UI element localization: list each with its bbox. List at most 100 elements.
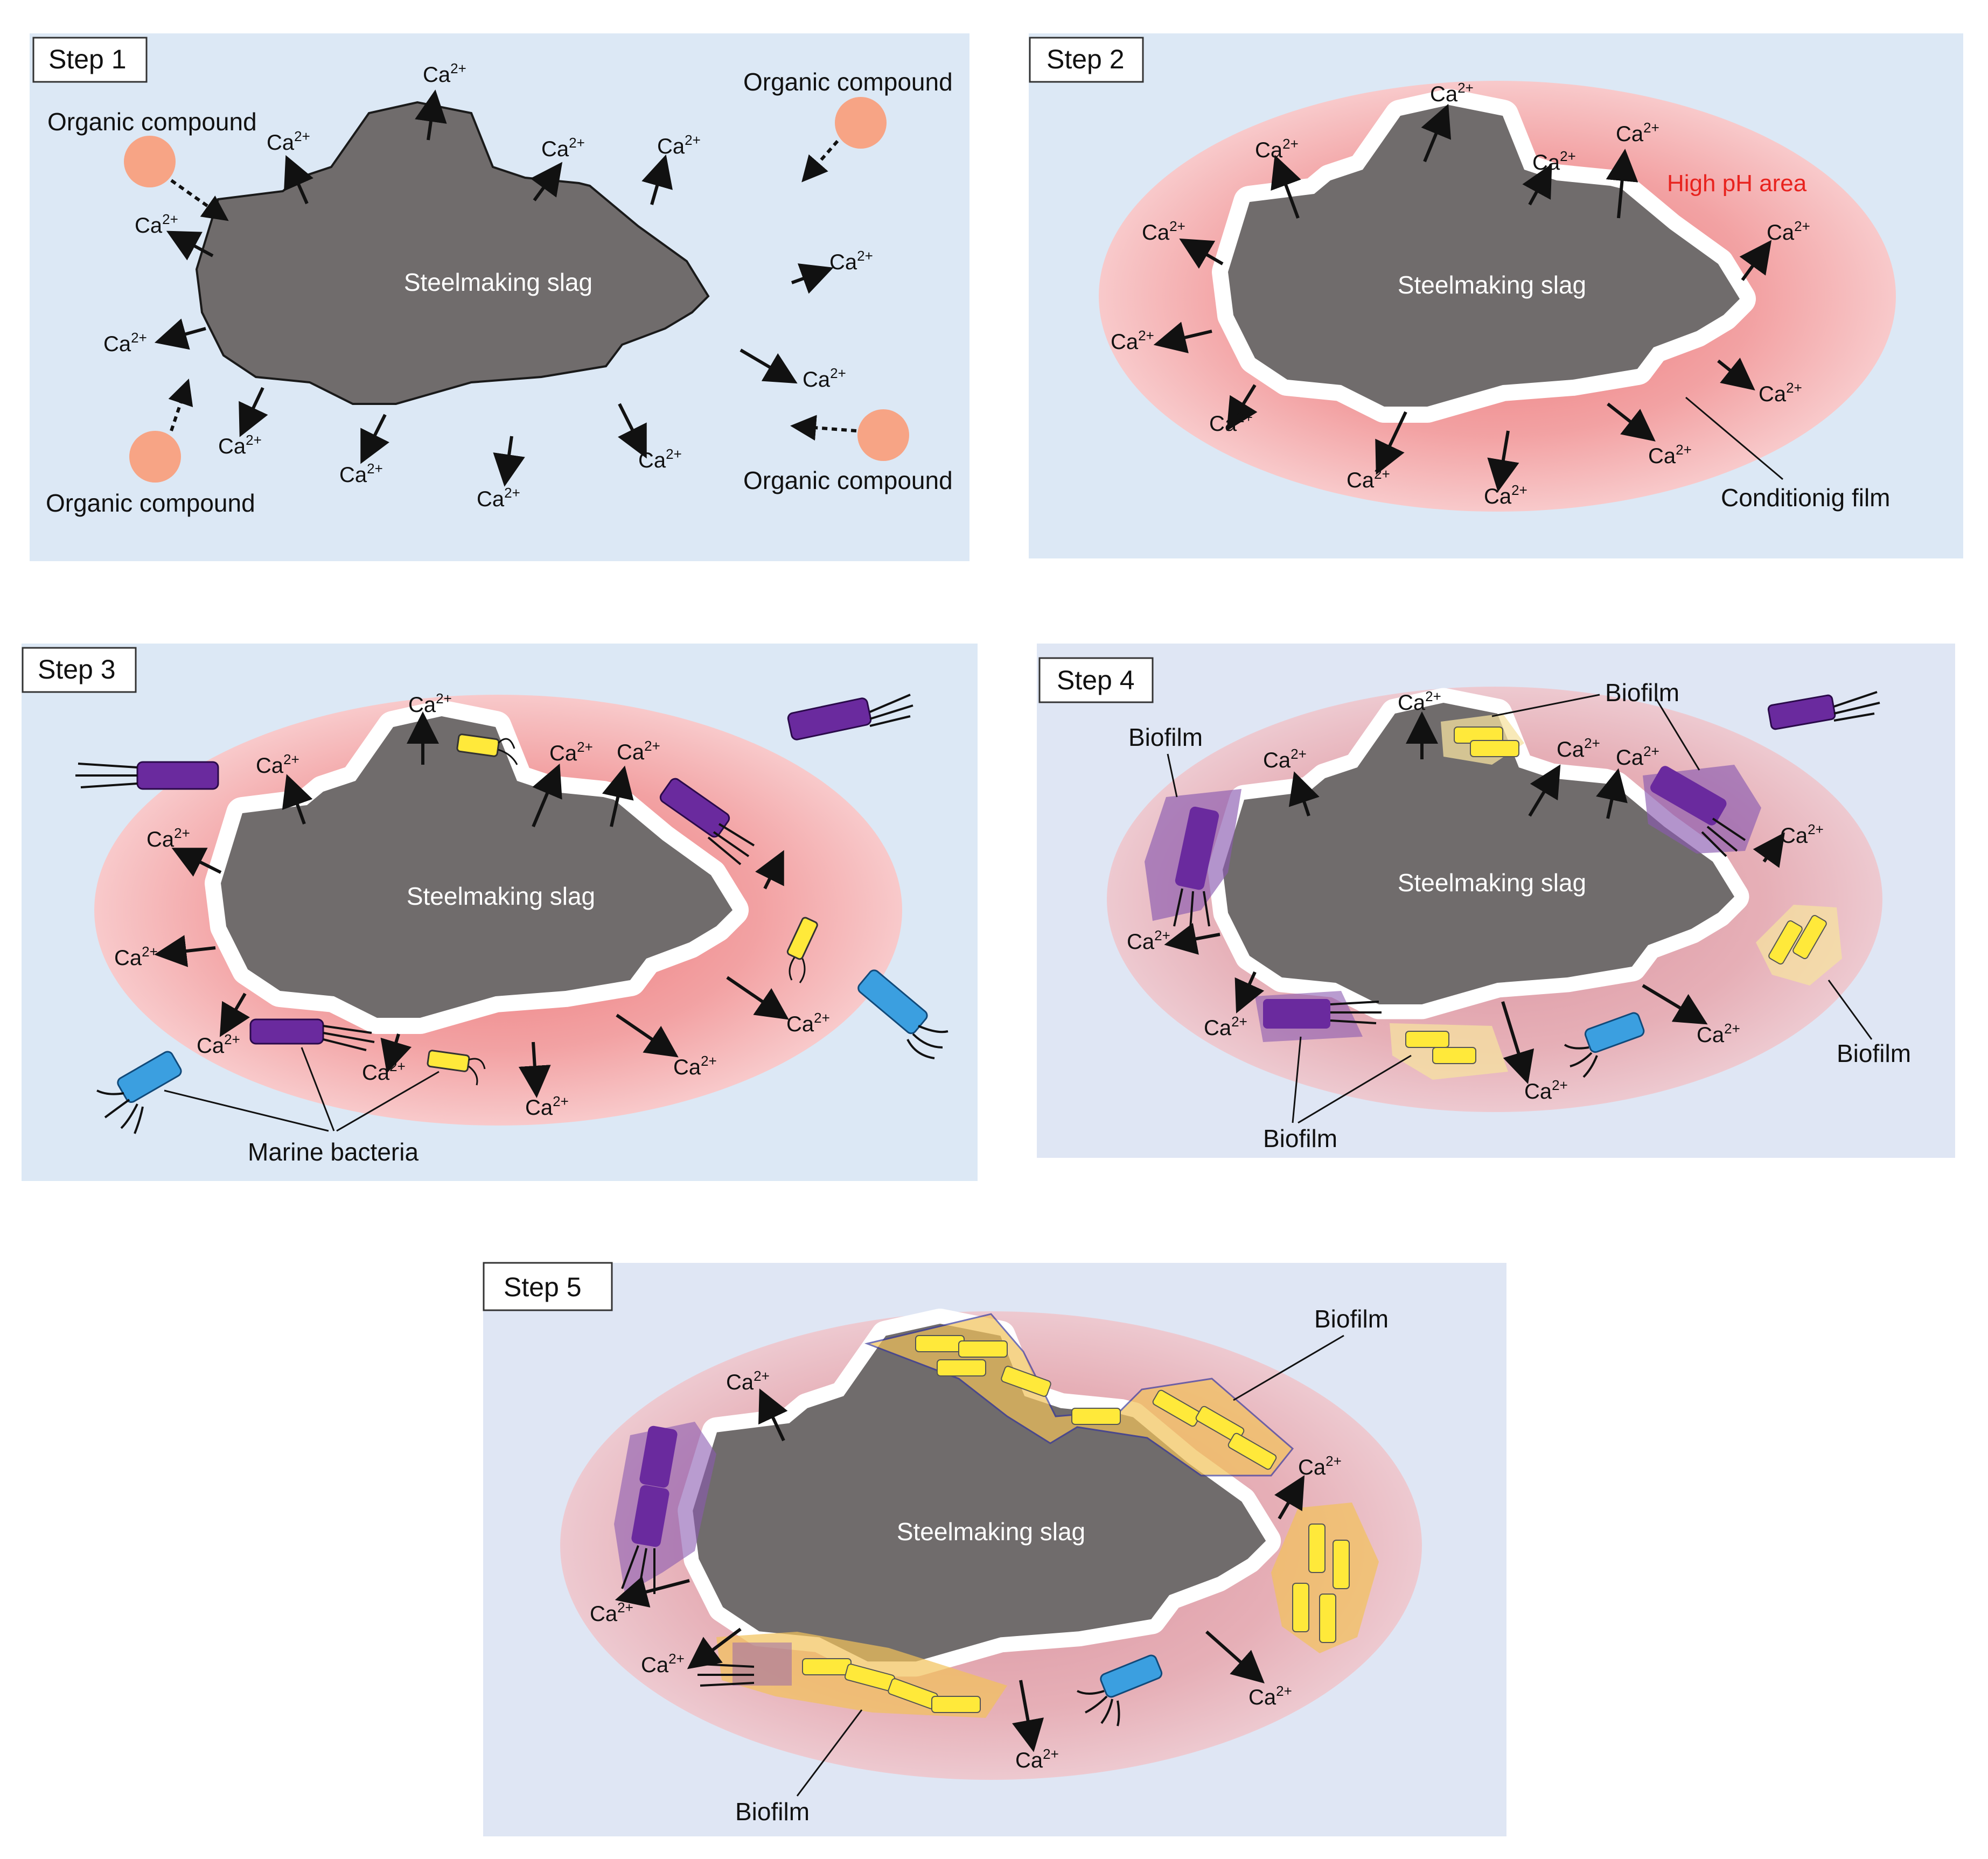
step-4-panel: Steelmaking slag Step 4 <box>1037 644 1955 1158</box>
ca-ion-label: Ca2+ <box>477 485 520 511</box>
ca-ion-label: Ca2+ <box>617 738 660 764</box>
ca-release-arrows <box>1164 711 1785 1084</box>
ca-ion-label: Ca2+ <box>525 1093 569 1120</box>
flagella <box>1173 888 1210 930</box>
ca-ion-label: Ca2+ <box>1697 1021 1740 1047</box>
leader-line <box>1491 694 1700 771</box>
step-label-box <box>1038 657 1154 703</box>
bacteria-cluster-yellow <box>1292 1523 1350 1643</box>
biofilm-label: Biofilm <box>1128 723 1203 751</box>
ca-ion-label: Ca2+ <box>135 211 178 237</box>
conditioning-film-label: Conditionig film <box>1721 484 1890 512</box>
bacterium-yellow <box>427 1050 486 1086</box>
organic-compound-circle <box>129 431 181 483</box>
bacterium-purple <box>639 1425 678 1488</box>
step-label-box <box>22 647 137 693</box>
ca-release-arrows <box>1153 103 1772 492</box>
bacterium-purple <box>659 778 755 865</box>
ca-ion-label: Ca2+ <box>1780 821 1824 848</box>
biofilm-label: Biofilm <box>1605 679 1679 707</box>
ca-ion-label: Ca2+ <box>657 132 701 158</box>
biofilm-label: Biofilm <box>1263 1124 1337 1152</box>
bacterium-blue <box>1077 1654 1163 1727</box>
step-title: Step 1 <box>48 44 127 74</box>
bacterium-blue <box>1564 1012 1645 1078</box>
bacterium-purple <box>631 1485 669 1547</box>
bacterium-yellow <box>786 917 818 983</box>
ca-release-arrows <box>154 89 834 487</box>
step-1-panel: Step 1 Steelmaking slag Organic compound… <box>30 33 969 561</box>
slag-label: Steelmaking slag <box>897 1518 1085 1546</box>
organic-label: Organic compound <box>46 489 255 517</box>
step-label-box <box>483 1262 613 1311</box>
ca-ion-label: Ca2+ <box>641 1651 685 1677</box>
flagella <box>1330 1001 1382 1024</box>
ca-ion-label: Ca2+ <box>408 690 452 717</box>
organic-label: Organic compound <box>743 466 953 494</box>
bacterium-yellow <box>1768 920 1803 965</box>
ca-ion-label: Ca2+ <box>638 446 682 472</box>
organic-label: Organic compound <box>47 108 257 136</box>
bacterium-purple <box>1650 766 1727 826</box>
ca-ion-label: Ca2+ <box>726 1368 770 1394</box>
step-label-box <box>32 37 148 83</box>
diffusion-arrow <box>170 179 229 221</box>
step-title: Step 3 <box>38 654 116 684</box>
ca-release-arrows <box>615 1388 1305 1752</box>
ca-ion-label: Ca2+ <box>1767 218 1810 244</box>
ca-ion-label: Ca2+ <box>1616 743 1659 770</box>
bacterium-yellow <box>1432 1047 1476 1064</box>
organic-label: Organic compound <box>743 68 953 96</box>
slag-label: Steelmaking slag <box>1398 869 1586 897</box>
ca-ion-label: Ca2+ <box>1557 735 1600 761</box>
biofilm-label: Biofilm <box>1837 1039 1911 1067</box>
ca-release-arrows <box>154 711 789 1098</box>
bacterium-purple <box>249 1018 375 1051</box>
bacterium-purple <box>787 694 913 740</box>
biofilm-label: Biofilm <box>1314 1305 1389 1333</box>
leader-line <box>1233 1334 1344 1401</box>
bacteria-cluster-yellow <box>915 1335 1277 1470</box>
ca-ion-label: Ca2+ <box>829 248 873 274</box>
ca-ion-label: Ca2+ <box>339 460 383 487</box>
diffusion-arrow <box>168 378 193 431</box>
ca-ion-label: Ca2+ <box>590 1599 633 1626</box>
bacterium-purple <box>75 761 219 790</box>
ca-ion-label: Ca2+ <box>1648 442 1692 468</box>
bacterium-yellow <box>456 733 518 765</box>
leader-line <box>796 1709 863 1797</box>
organic-compound-circle <box>124 136 176 187</box>
ca-ion-label: Ca2+ <box>1347 466 1390 492</box>
leader-line <box>1827 980 1873 1040</box>
leader-line <box>164 1047 440 1132</box>
bacteria-cluster-yellow <box>802 1658 981 1713</box>
ca-ion-label: Ca2+ <box>1524 1077 1568 1103</box>
slag-label: Steelmaking slag <box>404 268 592 296</box>
diffusion-arrow <box>801 140 839 183</box>
biofilm-label: Biofilm <box>735 1798 810 1826</box>
ca-ion-label: Ca2+ <box>1255 136 1299 162</box>
biofilm-purple <box>733 1643 792 1686</box>
ca-ion-label: Ca2+ <box>673 1053 717 1079</box>
slag-label: Steelmaking slag <box>407 882 595 910</box>
ca-ion-label: Ca2+ <box>1430 80 1474 106</box>
bacterium-blue <box>96 1051 182 1134</box>
slag-label: Steelmaking slag <box>1398 271 1586 299</box>
ca-ion-label: Ca2+ <box>1484 482 1527 508</box>
bacterium-purple <box>1263 999 1330 1029</box>
organic-compound-circle <box>857 409 909 461</box>
leader-line <box>1167 753 1178 798</box>
ca-ion-label: Ca2+ <box>1398 688 1441 715</box>
ca-ion-label: Ca2+ <box>1248 1683 1292 1709</box>
organic-compound-circle <box>835 97 887 149</box>
flagella <box>1701 817 1746 857</box>
ca-ion-label: Ca2+ <box>541 135 585 161</box>
ca-ion-label: Ca2+ <box>423 60 466 87</box>
ca-ion-label: Ca2+ <box>197 1031 240 1058</box>
ca-ion-label: Ca2+ <box>103 330 147 356</box>
ca-ion-label: Ca2+ <box>1111 327 1154 354</box>
step-title: Step 5 <box>504 1272 582 1302</box>
high-ph-label: High pH area <box>1667 170 1807 197</box>
ca-ion-label: Ca2+ <box>1263 746 1307 772</box>
